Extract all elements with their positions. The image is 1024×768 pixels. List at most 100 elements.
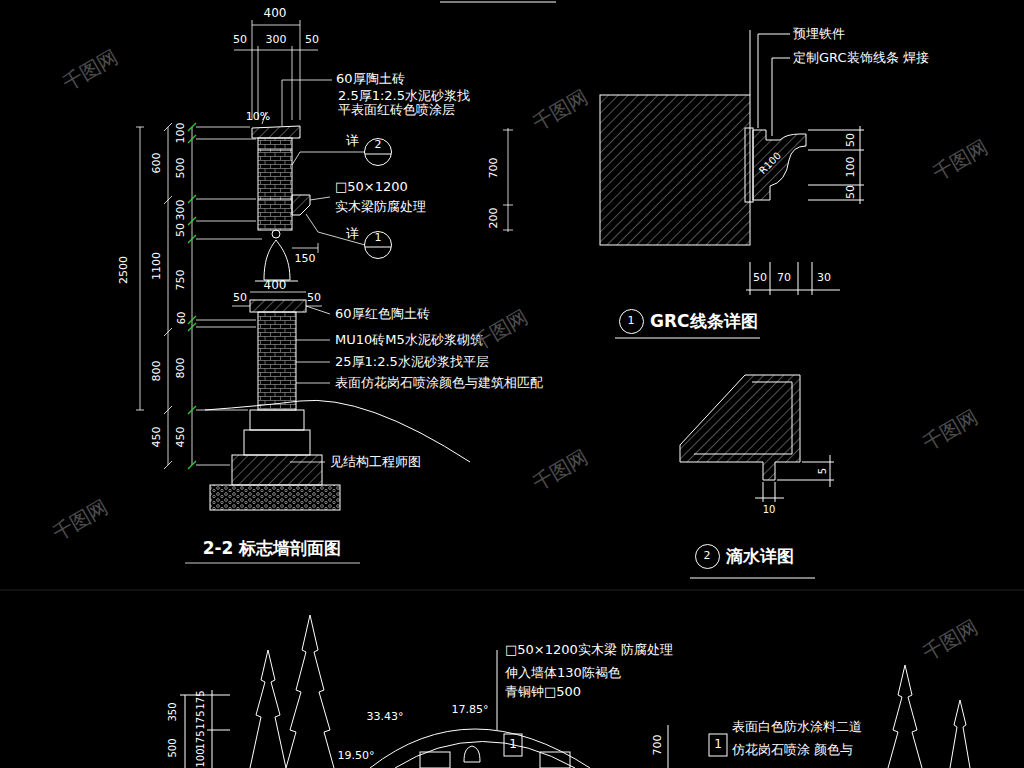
dimension-tick [188, 123, 196, 131]
drip-detail [777, 480, 834, 481]
dimension-text: 2500 [118, 256, 130, 284]
grc-detail [812, 262, 813, 295]
sign-wall-section [258, 138, 292, 230]
dimension-line [196, 127, 250, 128]
leader-line [306, 214, 365, 245]
circle-outline [365, 232, 392, 259]
dimension-line [292, 248, 318, 249]
dimension-text: 70 [777, 272, 791, 284]
dimension-line [508, 128, 509, 232]
material-note: 2.5厚1:2.5水泥砂浆找 平表面红砖色喷涂层 [338, 89, 478, 118]
grc-detail [798, 262, 799, 295]
leader-line [306, 306, 330, 314]
sign-wall-section [205, 400, 470, 462]
drip-detail [680, 375, 800, 480]
watermark: 千图网 [59, 45, 122, 94]
watermark: 千图网 [919, 615, 982, 664]
circle-outline [619, 309, 643, 333]
dimension-text: 150 [295, 253, 316, 265]
watermark: 千图网 [919, 405, 982, 454]
dimension-tick [188, 235, 196, 243]
gate-elevation [395, 742, 575, 768]
view-title: 2-2 标志墙剖面图 [203, 539, 342, 558]
dimension-text: 400 [264, 279, 287, 292]
dimension-text: 300 [266, 34, 287, 46]
sign-wall-section [258, 199, 292, 200]
drip-detail [755, 498, 784, 499]
gate-elevation [950, 700, 970, 768]
sign-wall-section [244, 430, 310, 455]
material-note: 实木梁防腐处理 [335, 200, 426, 214]
dimension-text: 50 [233, 34, 247, 46]
dimension-line [136, 410, 144, 411]
material-note: □50×1200 [335, 180, 408, 194]
dimension-text: 800 [151, 361, 163, 382]
gate-elevation [420, 752, 450, 768]
gate-elevation [250, 650, 286, 768]
detail-index-circle: 2 [364, 138, 392, 166]
material-note: □50×1200实木梁 防腐处理 [505, 643, 673, 657]
dimension-tick [188, 461, 196, 469]
watermark: 千图网 [529, 445, 592, 494]
dimension-line [503, 205, 513, 206]
dimension-line [136, 127, 144, 128]
material-note: 60厚陶土砖 [336, 72, 405, 86]
material-note: 表面白色防水涂料二道 [732, 720, 862, 734]
gate-elevation [504, 734, 522, 756]
dimension-tick [188, 316, 196, 324]
dimension-text: 100 [195, 748, 206, 767]
index-number: 1 [628, 315, 635, 327]
dimension-line [503, 230, 513, 231]
dimension-line [300, 20, 301, 120]
grc-detail [745, 128, 753, 202]
leader-line [292, 152, 365, 165]
drip-detail [763, 482, 764, 502]
dimension-text: 50 [175, 223, 187, 237]
gate-elevation [709, 734, 727, 756]
view-title: 滴水详图 [726, 547, 794, 566]
drip-detail [830, 455, 831, 487]
section-mark: 1 [509, 738, 517, 751]
dimension-tick [188, 195, 196, 203]
dimension-text: 100 [845, 157, 857, 178]
dimension-line [164, 123, 172, 131]
material-note: 60厚红色陶土砖 [335, 307, 430, 321]
dimension-line [196, 139, 256, 140]
dimension-line [196, 465, 230, 466]
detail-mark: 详 [346, 134, 359, 148]
grc-detail [808, 150, 864, 151]
gate-elevation [464, 746, 480, 762]
index-number: 1 [375, 232, 382, 244]
index-number: 2 [704, 550, 711, 562]
dimension-text: 800 [175, 358, 187, 379]
grc-detail [808, 130, 864, 131]
dimension-line [196, 327, 256, 328]
sign-wall-section [210, 485, 340, 510]
dimension-tick [188, 323, 196, 331]
dimension-line [252, 25, 300, 26]
watermark: 千图网 [929, 135, 992, 184]
material-note: 定制GRC装饰线条 焊接 [793, 51, 929, 65]
dimension-text: 100 [175, 123, 187, 144]
dimension-text: 175 [195, 730, 206, 749]
dimension-text: 700 [488, 158, 500, 179]
dimension-text: 60 [176, 312, 187, 325]
dimension-tick [188, 406, 196, 414]
drip-detail [694, 382, 792, 454]
dimension-text: 50 [845, 133, 857, 147]
detail-index-circle: 1 [619, 309, 644, 334]
section-mark: 1 [714, 738, 722, 751]
dimension-line [168, 127, 169, 465]
grc-detail [600, 95, 750, 245]
grc-detail [753, 130, 806, 200]
leader-line [290, 462, 325, 463]
gate-elevation [212, 690, 213, 768]
dimension-line [306, 306, 322, 307]
drip-detail [680, 375, 834, 578]
grc-detail [772, 58, 790, 136]
material-note: MU10砖M5水泥砂浆砌筑 [335, 333, 483, 347]
frame-line [0, 2, 1024, 590]
dimension-line [196, 410, 248, 411]
grc-detail [808, 200, 864, 201]
grc-detail [746, 290, 840, 291]
